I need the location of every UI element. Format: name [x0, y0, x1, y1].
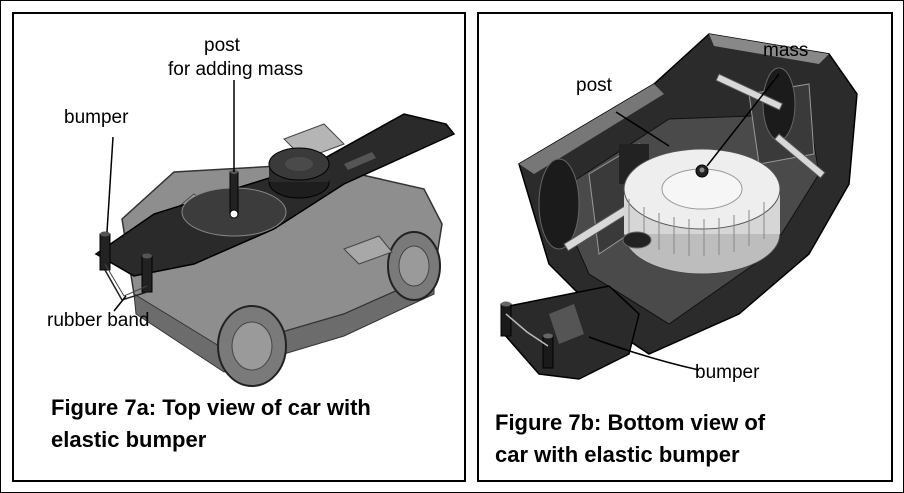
label-post: post — [576, 75, 612, 96]
top-view-car-illustration — [94, 80, 456, 387]
label-rubber-band: rubber band — [47, 310, 150, 331]
label-bumper: bumper — [695, 362, 760, 383]
label-post-for-adding-mass: for adding mass — [168, 59, 304, 80]
label-bumper: bumper — [64, 107, 129, 128]
caption-line-2: car with elastic bumper — [495, 442, 740, 467]
label-post: post — [204, 35, 240, 56]
figure-7b-panel: post mass bumper Figure 7b: Bottom view … — [477, 12, 893, 482]
bottom-view-car-illustration — [500, 33, 858, 380]
label-mass: mass — [763, 40, 809, 61]
caption-line-1: Figure 7b: Bottom view of — [495, 410, 766, 435]
caption-line-2: elastic bumper — [51, 427, 207, 452]
caption-line-1: Figure 7a: Top view of car with — [51, 395, 371, 420]
figure-7a-panel: post for adding mass bumper rubber band … — [12, 12, 466, 482]
